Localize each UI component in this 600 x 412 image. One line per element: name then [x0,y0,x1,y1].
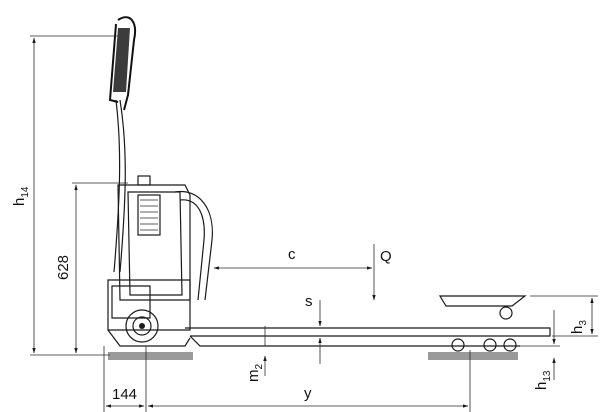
label-y: y [304,385,312,402]
ground-hatch [108,352,518,360]
dim-628 [72,182,128,354]
label-h13: h13 [533,370,553,390]
label-h3: h3 [569,320,589,334]
dim-h13 [520,310,560,380]
label-h14: h14 [11,186,31,206]
dim-144-y [103,346,471,412]
label-628: 628 [55,255,72,280]
label-q: Q [380,248,392,265]
fork [185,295,551,352]
label-c: c [288,246,296,263]
tiller-handle [108,16,136,273]
dim-h14 [30,35,118,356]
label-144: 144 [112,386,137,403]
label-s: s [305,293,313,310]
dim-c [213,244,376,301]
power-unit-body [107,175,213,347]
label-m2: m2 [245,364,265,383]
dim-h3 [530,295,598,337]
